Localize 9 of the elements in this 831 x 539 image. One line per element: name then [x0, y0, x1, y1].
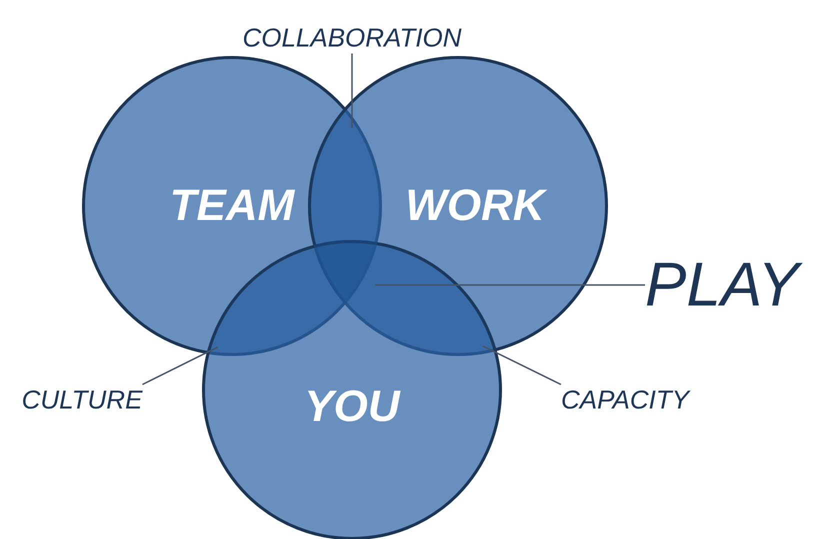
circle-label: YOU: [304, 382, 400, 432]
callout-label: CAPACITY: [560, 384, 690, 416]
circle-label: WORK: [405, 181, 545, 231]
leader-line: [375, 284, 646, 286]
leader-line: [142, 346, 218, 386]
callout-label: CULTURE: [22, 384, 142, 416]
leader-line: [482, 346, 562, 386]
circle-label: TEAM: [170, 181, 294, 231]
callout-label: COLLABORATION: [242, 22, 462, 54]
